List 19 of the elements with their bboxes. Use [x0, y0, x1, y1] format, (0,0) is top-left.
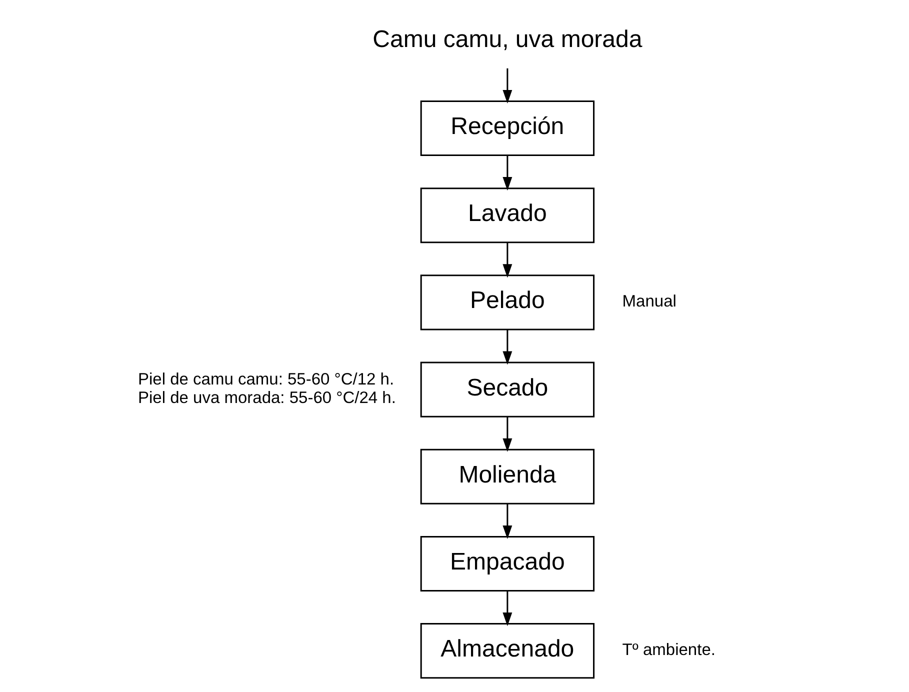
arrow [502, 330, 512, 365]
node-box: Pelado [420, 274, 595, 330]
node-box: Lavado [420, 188, 595, 244]
arrow [502, 155, 512, 191]
node-label: Piel de camu camu: 55-60 °C/12 h. [138, 370, 394, 389]
node-box: Empacado [420, 536, 595, 592]
node-label: Tº ambiente. [622, 641, 716, 660]
arrow [502, 68, 512, 104]
node-box: Molienda [420, 448, 595, 504]
arrow [502, 504, 512, 539]
arrow [502, 242, 512, 278]
arrow [502, 590, 512, 626]
node-box: Recepción [420, 100, 595, 156]
node-label: Manual [622, 292, 676, 311]
arrow [502, 416, 512, 452]
node-text: Camu camu, uva morada [372, 26, 642, 53]
node-label: Piel de uva morada: 55-60 °C/24 h. [138, 388, 396, 407]
node-box: Almacenado [420, 623, 595, 679]
node-box: Secado [420, 362, 595, 418]
